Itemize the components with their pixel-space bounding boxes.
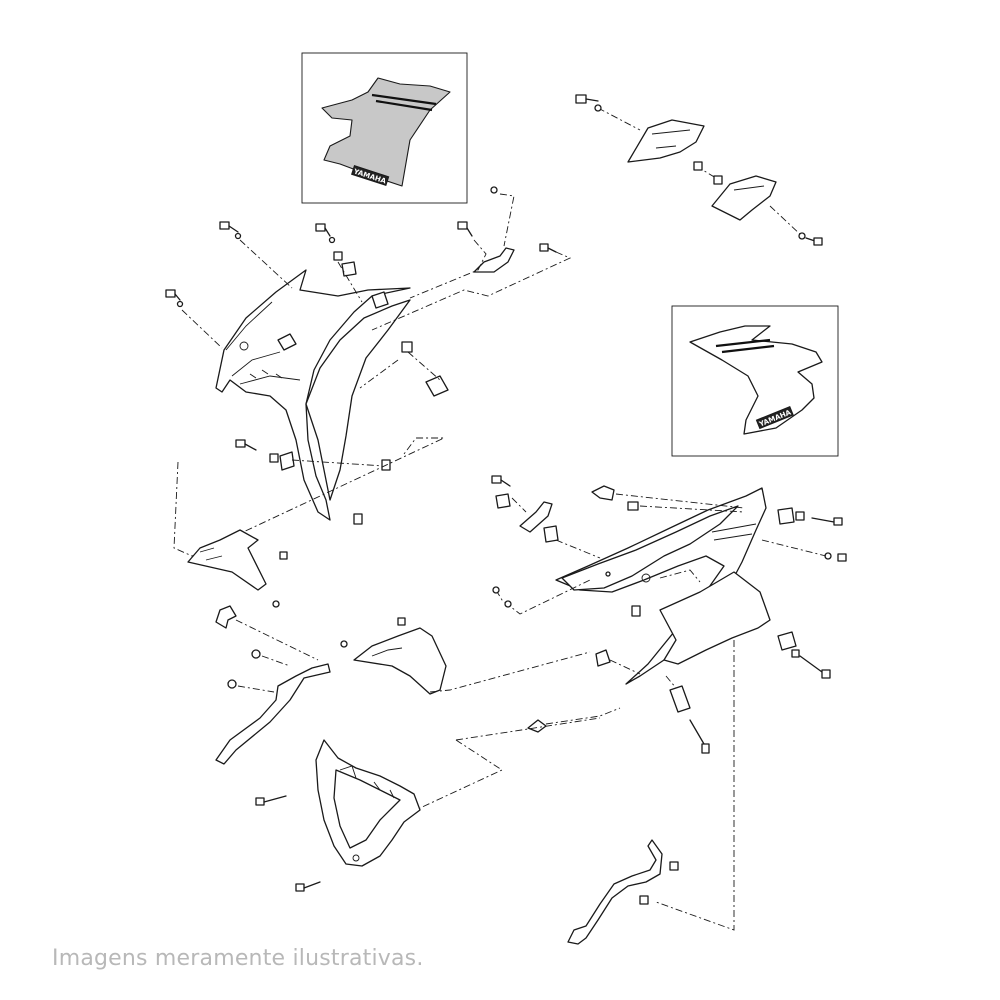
bottom-stay-assembly — [567, 640, 735, 945]
washer-icon — [234, 232, 242, 240]
bolt-icon — [457, 221, 473, 237]
nut-icon — [795, 511, 805, 521]
bolt-icon — [539, 243, 557, 253]
right-side-fasteners — [591, 485, 847, 754]
quick-fastener — [591, 485, 615, 501]
grommet-icon — [669, 685, 691, 713]
bolt-icon — [295, 881, 321, 892]
bolt-icon — [165, 289, 181, 301]
inset-frame-left — [301, 52, 468, 204]
under-cowl-inner — [333, 769, 401, 849]
bolt-icon — [669, 861, 679, 871]
washer-icon — [272, 600, 280, 608]
inner-panel-center — [353, 627, 447, 695]
bolt-icon — [798, 232, 823, 246]
washer-icon — [504, 600, 512, 608]
side-cowl-lower-section — [659, 571, 771, 665]
grommet-icon — [341, 261, 357, 277]
washer-icon — [176, 300, 184, 308]
quick-fastener — [527, 719, 547, 733]
upper-cowl-fasteners — [165, 186, 572, 397]
bolt-icon — [255, 795, 287, 806]
bottom-stay — [567, 839, 663, 945]
small-clamp — [215, 605, 237, 629]
bolt-icon — [219, 221, 239, 233]
nut-icon — [333, 251, 343, 261]
washer-icon — [251, 649, 261, 659]
upper-front-cowl — [215, 269, 411, 521]
washer-icon — [594, 104, 602, 112]
cowl-stay-bracket — [473, 247, 515, 273]
right-side-cowling — [555, 487, 771, 685]
clip-icon — [353, 513, 363, 525]
bolt-icon — [279, 551, 288, 560]
front-cowl-inner-panel — [305, 299, 411, 501]
decal-right-badge — [755, 405, 794, 430]
left-side-hardware — [173, 437, 445, 765]
grommet-icon — [777, 507, 795, 525]
lower-bracket — [711, 175, 777, 221]
bolt-icon — [315, 223, 331, 237]
decal-left-shape — [321, 77, 451, 187]
bolt-icon — [689, 719, 710, 754]
grommet-icon — [543, 525, 559, 543]
mount-bracket — [519, 501, 553, 533]
inner-panel-bracket — [187, 529, 267, 591]
nut-icon — [401, 341, 413, 353]
lower-under-cowl — [255, 717, 601, 892]
washer-icon — [328, 236, 336, 244]
bolt-icon — [397, 617, 406, 626]
grommet-icon — [279, 451, 295, 471]
center-fastener-chain — [491, 475, 621, 733]
washer-icon — [490, 186, 498, 194]
clip-icon — [595, 649, 611, 667]
center-inner-panel — [340, 617, 591, 695]
washer-icon — [340, 640, 348, 648]
grommet-icon — [425, 375, 449, 397]
decal-left-stripe-2 — [375, 99, 433, 112]
cowl-clip — [371, 291, 389, 309]
bolt-icon — [491, 475, 511, 487]
decal-inset-right: YAMAHA — [671, 305, 839, 457]
washer-icon — [492, 586, 500, 594]
washer-icon — [227, 679, 237, 689]
decal-left-badge — [351, 165, 390, 186]
nut-icon — [791, 649, 800, 658]
decal-inset-left: YAMAHA — [301, 52, 468, 204]
bolt-icon — [811, 517, 843, 526]
inset-frame-right — [671, 305, 839, 457]
decal-right-stripe-1 — [715, 338, 771, 348]
nut-icon — [627, 501, 639, 511]
bolt-icon — [837, 553, 847, 562]
side-stay-bracket — [215, 663, 331, 765]
upper-bracket — [627, 119, 705, 163]
decal-right-stripe-2 — [721, 344, 775, 354]
grommet-icon — [495, 493, 511, 509]
bolt-icon — [235, 439, 257, 451]
nut-icon — [693, 161, 703, 171]
nut-icon — [269, 453, 279, 463]
side-cowl-upper-edge — [561, 505, 739, 591]
decal-left-stripe-1 — [371, 93, 437, 106]
clip-icon — [631, 605, 641, 617]
cowl-clip — [277, 333, 297, 351]
bolt-icon — [575, 94, 599, 104]
top-right-bracket-assembly — [575, 94, 823, 246]
grommet-icon — [777, 631, 797, 651]
bolt-icon — [639, 895, 649, 905]
nut-icon — [713, 175, 723, 185]
illustration-disclaimer-caption: Imagens meramente ilustrativas. — [52, 946, 424, 971]
bolt-icon — [799, 655, 831, 679]
